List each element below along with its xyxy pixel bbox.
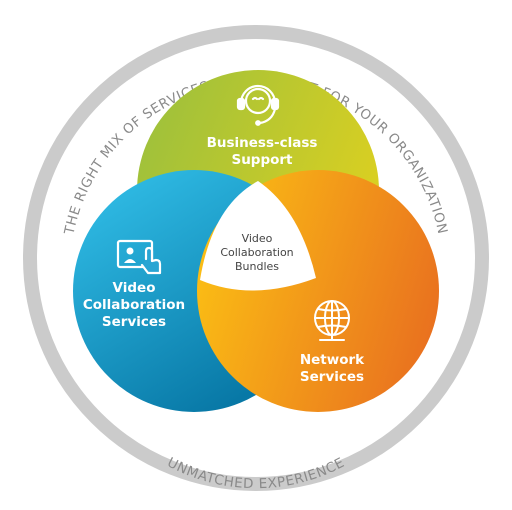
support-label-line1: Business-class bbox=[207, 135, 318, 151]
support-label-line2: Support bbox=[231, 152, 293, 168]
globe-network-icon bbox=[314, 300, 350, 341]
center-region bbox=[200, 181, 316, 291]
network-label-line2: Services bbox=[300, 369, 364, 385]
ring-bottom-text: UNMATCHED EXPERIENCE bbox=[165, 455, 348, 493]
touch-screen-icon bbox=[116, 239, 162, 275]
video-label-line1: Video bbox=[113, 280, 156, 296]
outer-ring bbox=[23, 25, 489, 491]
network-label-line1: Network bbox=[300, 352, 365, 368]
video-label-line2: Collaboration bbox=[83, 297, 185, 313]
center-label-line2: Collaboration bbox=[220, 246, 293, 259]
center-label-line1: Video bbox=[242, 232, 273, 245]
center-label-line3: Bundles bbox=[235, 260, 279, 273]
headset-agent-icon bbox=[236, 84, 280, 126]
video-label-line3: Services bbox=[102, 314, 166, 330]
